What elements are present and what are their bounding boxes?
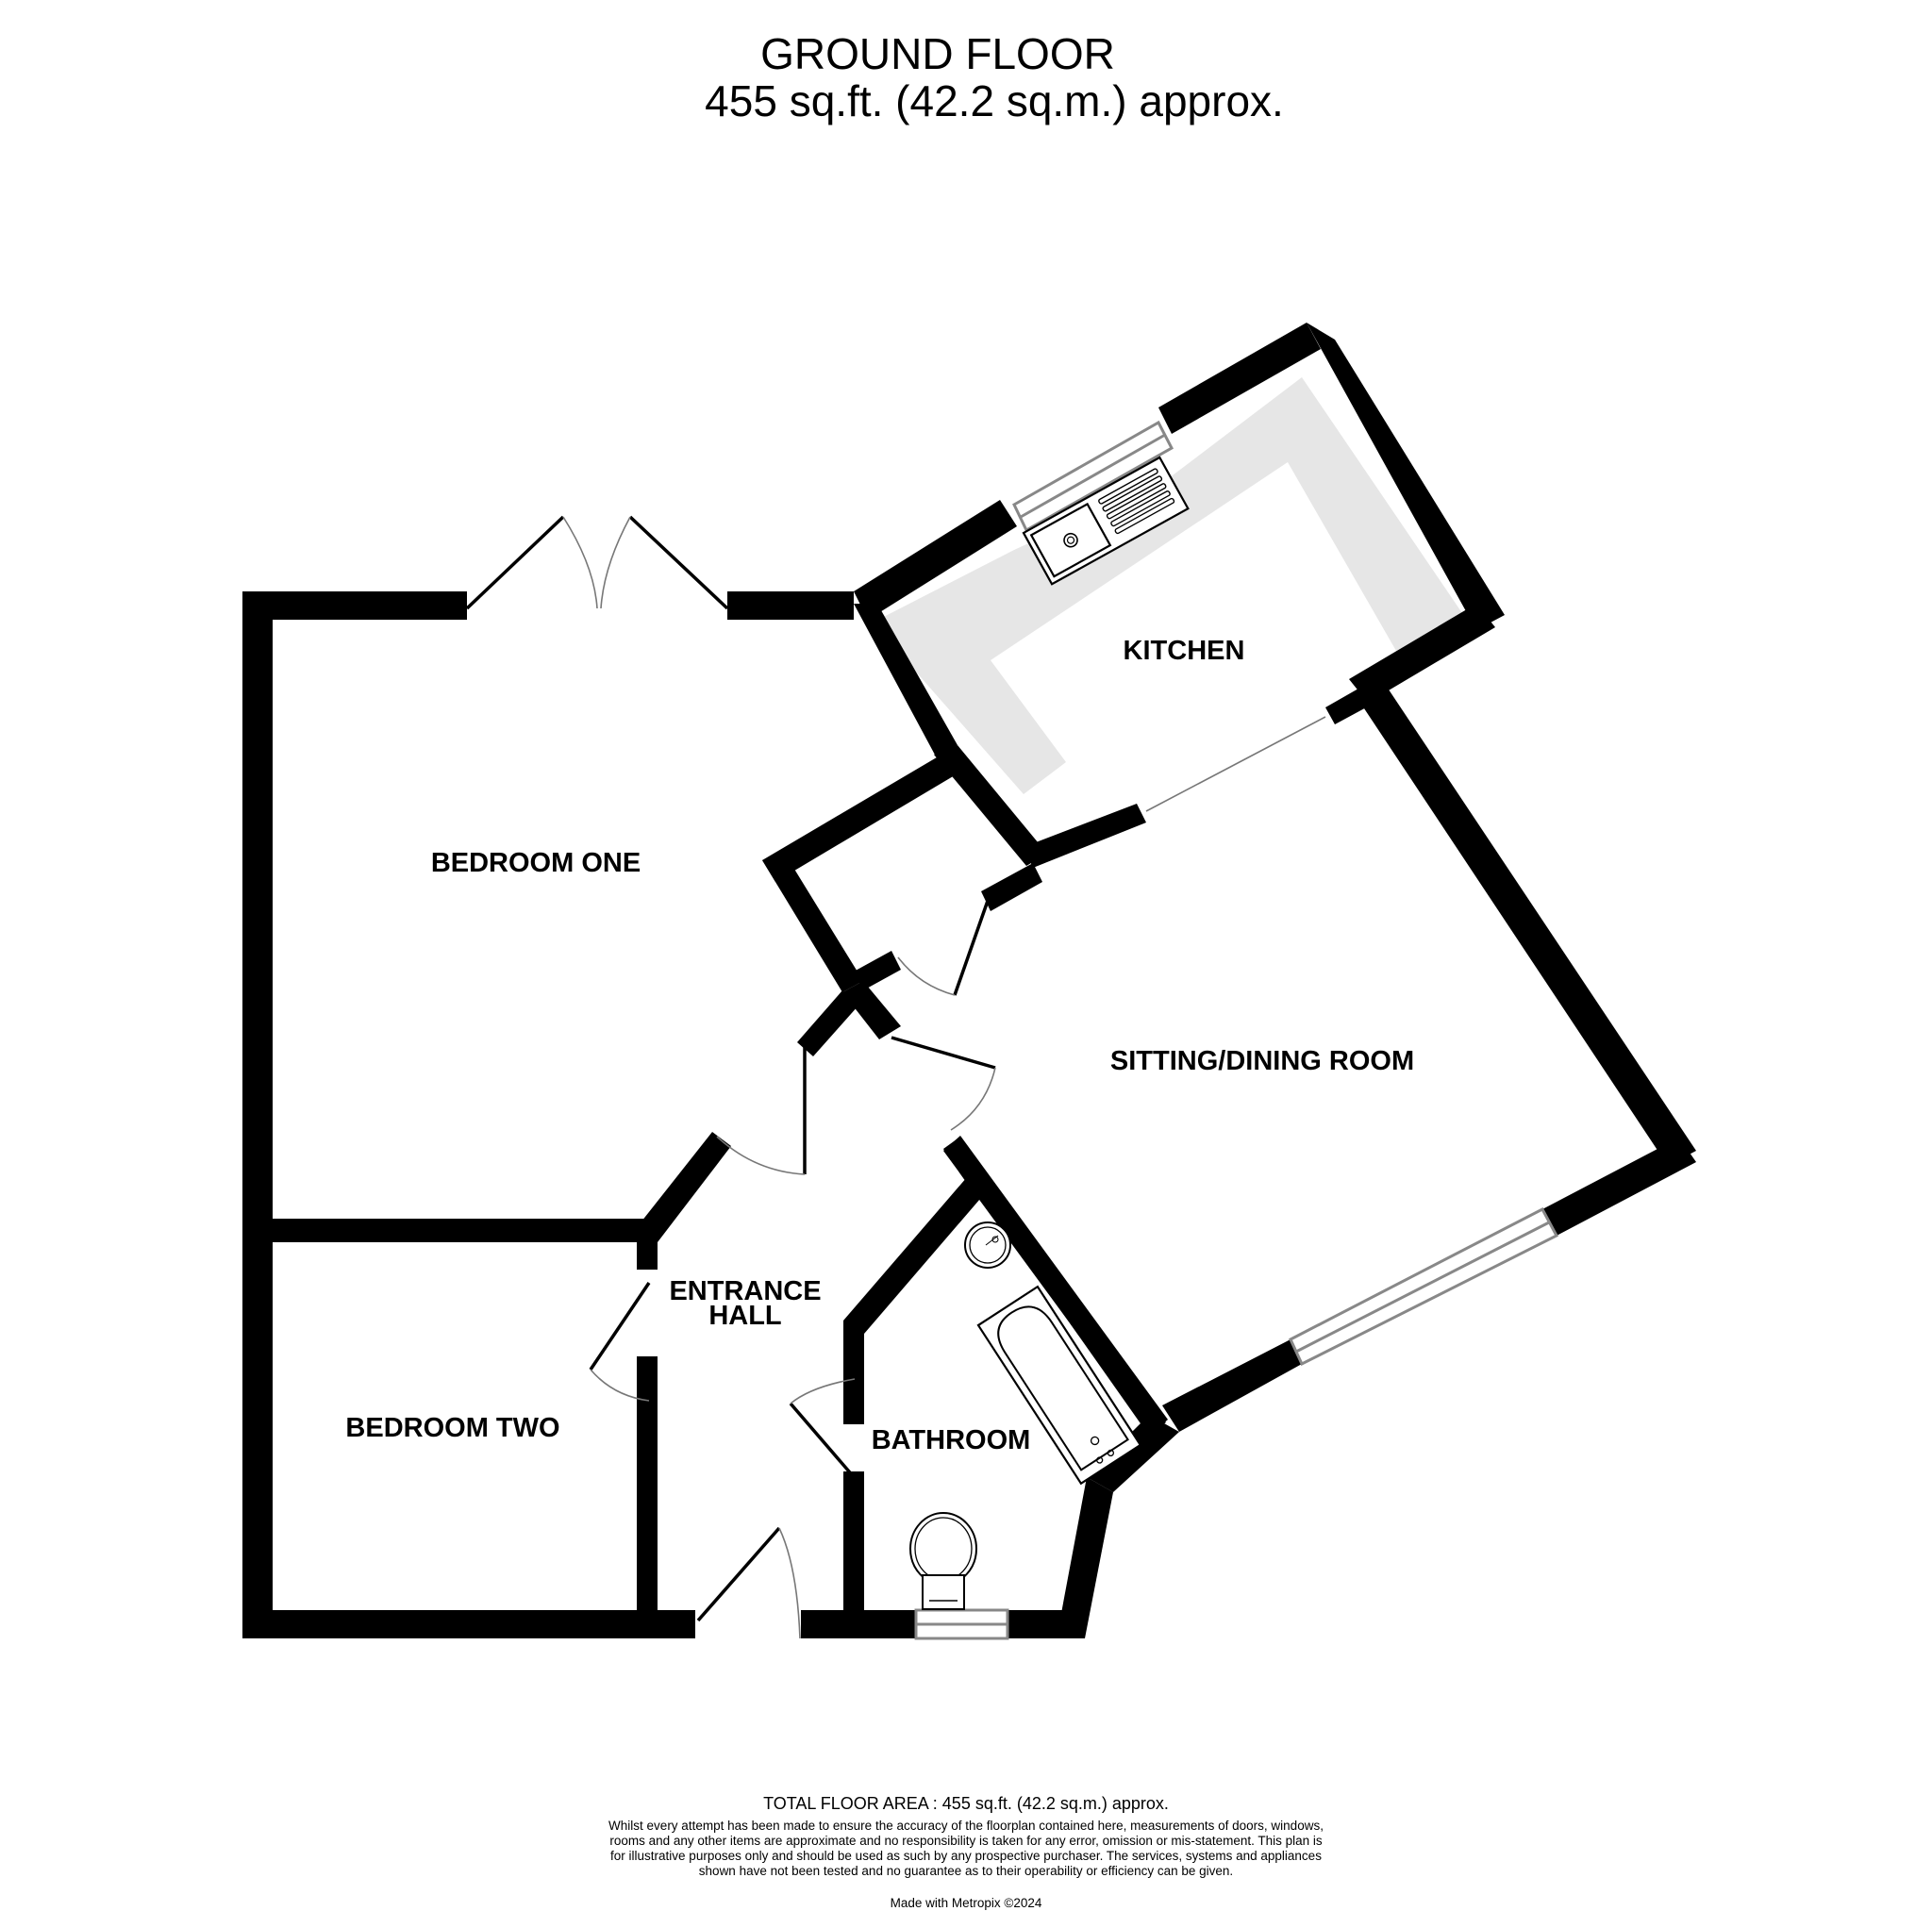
room-label-kitchen: KITCHEN: [1124, 636, 1245, 666]
floor-title: GROUND FLOOR: [760, 29, 1115, 78]
kitchen-worktop: [873, 377, 1462, 794]
bath: [976, 1285, 1142, 1486]
window-bathroom: [914, 1608, 1009, 1640]
walls: [242, 323, 1696, 1638]
french-doors-bedroom-one[interactable]: [465, 515, 729, 610]
door-bathroom[interactable]: [789, 1378, 857, 1480]
window-kitchen: [1012, 420, 1174, 533]
room-label-sitting-dining: SITTING/DINING ROOM: [1110, 1046, 1414, 1076]
room-label-bathroom: BATHROOM: [872, 1425, 1031, 1455]
total-floor-area: TOTAL FLOOR AREA : 455 sq.ft. (42.2 sq.m…: [763, 1794, 1169, 1813]
floor-area-heading: 455 sq.ft. (42.2 sq.m.) approx.: [705, 76, 1284, 125]
opening-kitchen-sitting: [1145, 716, 1326, 812]
toilet: [909, 1512, 977, 1610]
wash-basin: [964, 1221, 1011, 1269]
room-label-entrance-hall-2: HALL: [708, 1301, 781, 1331]
window-sitting-room: [1289, 1206, 1559, 1367]
door-entrance[interactable]: [696, 1526, 801, 1639]
made-with-credit: Made with Metropix ©2024: [890, 1896, 1042, 1910]
door-bedroom-two[interactable]: [589, 1282, 651, 1402]
door-bedroom-one[interactable]: [716, 1047, 807, 1175]
room-label-bedroom-one: BEDROOM ONE: [431, 848, 641, 878]
room-label-bedroom-two: BEDROOM TWO: [345, 1413, 559, 1443]
disclaimer-text: Whilst every attempt has been made to en…: [608, 1819, 1324, 1878]
sink-with-drainer: [1022, 456, 1190, 586]
room-label-entrance-hall-1: ENTRANCE: [669, 1276, 821, 1306]
door-sitting-room[interactable]: [891, 1036, 996, 1131]
door-cupboard[interactable]: [897, 900, 990, 996]
